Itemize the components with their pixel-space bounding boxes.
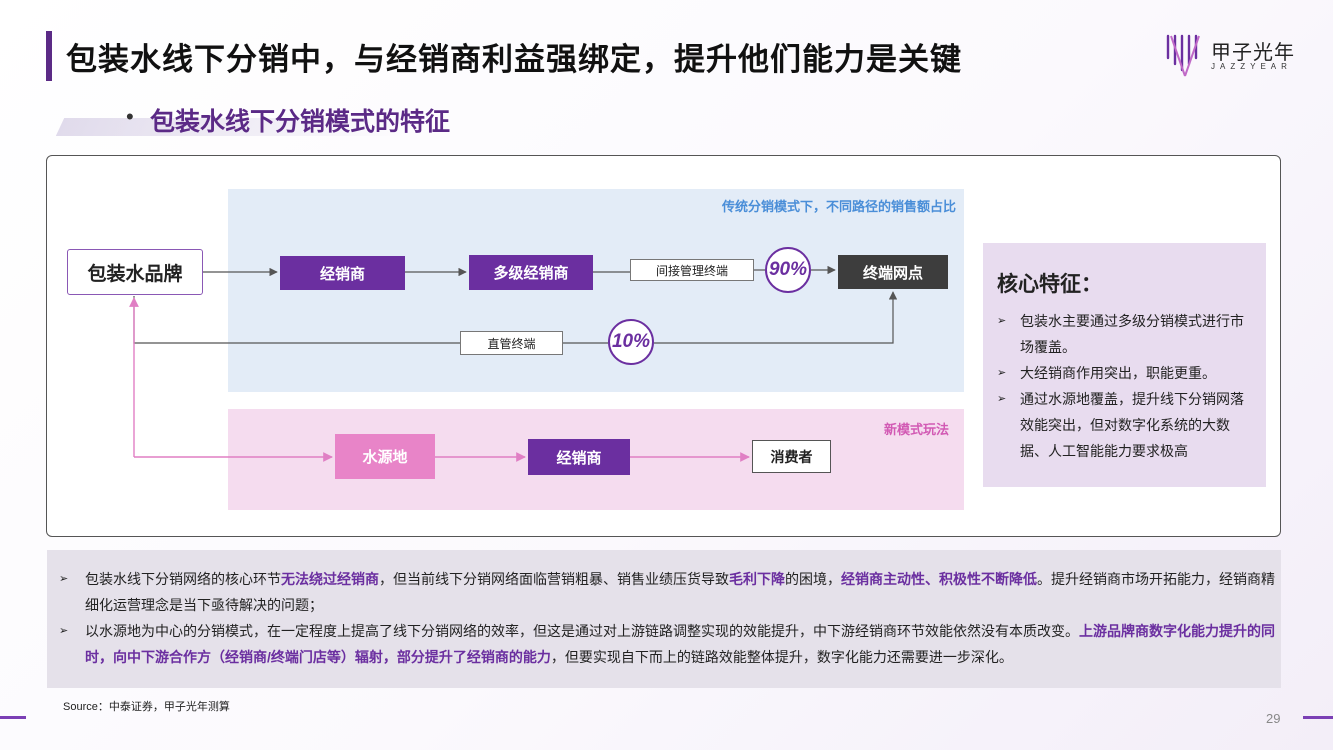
footer-accent-right (1303, 716, 1333, 719)
core-features-title: 核心特征： (997, 273, 1102, 296)
indirect-management-label: 间接管理终端 (630, 259, 754, 281)
summary-text-span: ，但当前线下分销网络面临营销粗暴、销售业绩压货导致 (379, 571, 729, 587)
summary-highlight: 无法绕过经销商 (281, 571, 379, 587)
summary-text-span: 的困境， (785, 571, 841, 587)
summary-text-span: 以水源地为中心的分销模式，在一定程度上提高了线下分销网络的效率，但这是通过对上游… (85, 623, 1079, 639)
core-features-panel: 核心特征： ➢ 包装水主要通过多级分销模式进行市场覆盖。 ➢ 大经销商作用突出，… (983, 243, 1266, 487)
summary-panel: ➢ 包装水线下分销网络的核心环节无法绕过经销商，但当前线下分销网络面临营销粗暴、… (47, 550, 1281, 688)
core-feature-text: 包装水主要通过多级分销模式进行市场覆盖。 (1020, 313, 1244, 355)
jazzyear-logo-icon (1166, 34, 1200, 77)
direct-share-badge: 10% (608, 319, 654, 365)
page-title: 包装水线下分销中，与经销商利益强绑定，提升他们能力是关键 (66, 42, 962, 77)
logo-name-cn: 甲子光年 (1211, 40, 1295, 64)
subtitle-bullet: • (126, 104, 134, 129)
footer-accent-left (0, 716, 26, 719)
jazzyear-logo: 甲子光年 JAZZYEAR (1165, 30, 1295, 80)
summary-text-span: ，但要实现自下而上的链路效能整体提升，数字化能力还需要进一步深化。 (550, 649, 1013, 665)
line-direct-left (133, 296, 460, 344)
core-feature-text: 大经销商作用突出，职能更重。 (1020, 365, 1216, 381)
arrow-bullet-icon: ➢ (997, 367, 1007, 379)
summary-text: 以水源地为中心的分销模式，在一定程度上提高了线下分销网络的效率，但这是通过对上游… (85, 618, 1275, 670)
summary-text: 包装水线下分销网络的核心环节无法绕过经销商，但当前线下分销网络面临营销粗暴、销售… (85, 566, 1275, 618)
new-model-caption: 新模式玩法 (883, 422, 949, 437)
summary-highlight: 上游品牌商数字化能力提升的同时，向中下游合作方（经销商/终端门店等）辐射，部分提… (85, 623, 1275, 665)
arrow-bullet-icon: ➢ (59, 625, 69, 637)
page-number: 29 (1266, 711, 1281, 726)
multi-level-dealer-node: 多级经销商 (469, 255, 593, 290)
summary-text-span: 包装水线下分销网络的核心环节 (85, 571, 281, 587)
indirect-share-badge: 90% (765, 247, 811, 293)
new-model-dealer-node: 经销商 (528, 439, 630, 475)
section-subtitle: 包装水线下分销模式的特征 (150, 108, 451, 136)
summary-highlight: 毛利下降 (729, 571, 785, 587)
terminal-outlet-node: 终端网点 (838, 255, 948, 289)
arrow-direct-to-terminal (654, 291, 898, 344)
summary-text-span: 。提升经销商市场开拓能力，经销商精细化运营理念是当下亟待解决的问题； (85, 571, 1275, 613)
brand-node: 包装水品牌 (67, 249, 203, 295)
title-accent-bar (46, 31, 52, 81)
core-feature-text: 通过水源地覆盖，提升线下分销网落效能突出，但对数字化系统的大数据、人工智能能力要… (1020, 391, 1244, 459)
summary-highlight: 经销商主动性、积极性不断降低 (841, 571, 1037, 587)
water-source-node: 水源地 (335, 434, 435, 479)
consumer-node: 消费者 (752, 440, 831, 473)
dealer-node: 经销商 (280, 256, 405, 290)
arrow-bullet-icon: ➢ (997, 315, 1007, 327)
arrow-bullet-icon: ➢ (59, 573, 69, 585)
traditional-zone (228, 189, 964, 392)
logo-name-en: JAZZYEAR (1211, 62, 1292, 71)
source-note: Source：中泰证券，甲子光年测算 (63, 701, 230, 713)
direct-terminal-label: 直管终端 (460, 331, 563, 355)
traditional-zone-caption: 传统分销模式下，不同路径的销售额占比 (721, 199, 956, 214)
arrow-bullet-icon: ➢ (997, 393, 1007, 405)
